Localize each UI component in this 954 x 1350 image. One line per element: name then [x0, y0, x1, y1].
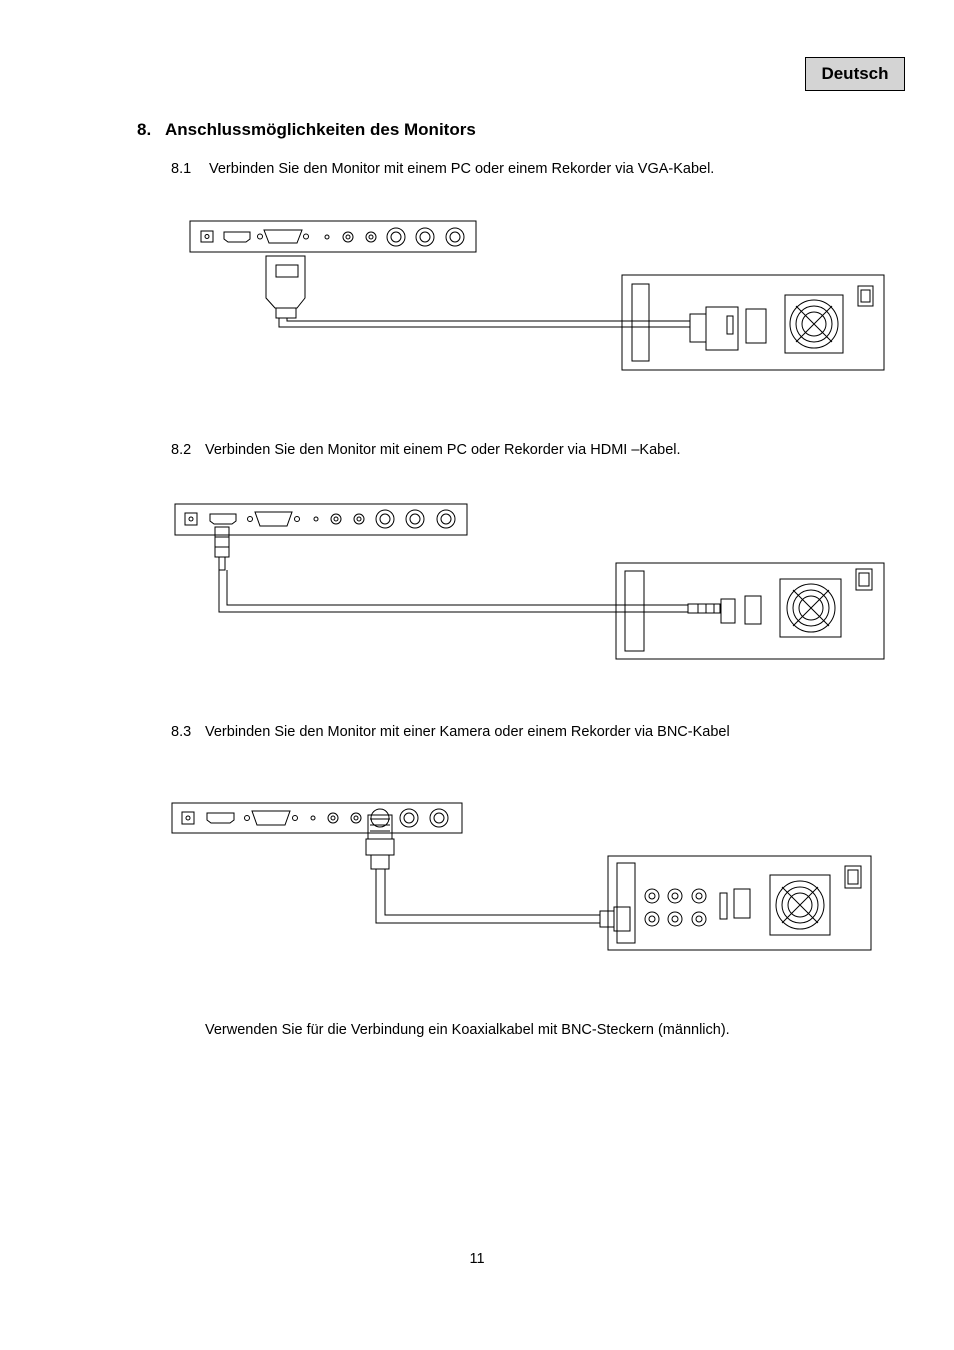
hdmi-port [210, 514, 236, 524]
vga-plug [266, 256, 305, 308]
dc-power-port [185, 513, 197, 525]
step-number: 8.3 [171, 724, 192, 740]
step-number: 8.1 [171, 161, 192, 177]
bnc-port [446, 228, 464, 246]
step-text: Verbinden Sie den Monitor mit einem PC o… [205, 442, 681, 458]
power-inlet [845, 866, 861, 888]
monitor-connector-panel [172, 803, 462, 833]
vga-connection-diagram [0, 210, 954, 385]
bnc-port [371, 809, 389, 827]
section-heading: 8. Anschlussmöglichkeiten des Monitors [137, 120, 476, 140]
bnc-connection-diagram [0, 795, 954, 960]
step-8-1: 8.1 Verbinden Sie den Monitor mit einem P… [171, 161, 714, 177]
monitor-connector-panel [190, 221, 476, 252]
step-8-3: 8.3 Verbinden Sie den Monitor mit einer K… [171, 724, 730, 740]
power-inlet [858, 286, 873, 306]
vga-port [264, 230, 302, 243]
pc-recorder [622, 275, 884, 370]
hdmi-port [207, 813, 234, 823]
monitor-connector-panel [175, 504, 467, 535]
hdmi-port [224, 232, 250, 242]
recorder [608, 856, 871, 950]
bnc-plug-recorder [600, 907, 630, 931]
fan [785, 295, 843, 353]
cable-note: Verwenden Sie für die Verbindung ein Koa… [205, 1022, 730, 1038]
section-title: Anschlussmöglichkeiten des Monitors [165, 120, 476, 139]
fan [770, 875, 830, 935]
bnc-port [376, 510, 394, 528]
hdmi-plug [215, 527, 229, 557]
bnc-port [406, 510, 424, 528]
step-text: Verbinden Sie den Monitor mit einer Kame… [205, 724, 730, 740]
step-number: 8.2 [171, 442, 192, 458]
language-badge: Deutsch [805, 57, 905, 91]
bnc-port [416, 228, 434, 246]
bnc-port [400, 809, 418, 827]
vga-plug-pc [690, 307, 738, 350]
power-inlet [856, 569, 872, 590]
page-number: 11 [469, 1251, 485, 1267]
hdmi-connection-diagram [0, 495, 954, 670]
hdmi-plug-pc [688, 604, 720, 613]
pc-recorder [616, 563, 884, 659]
hdmi-cable [219, 570, 688, 612]
vga-cable [279, 318, 690, 327]
dc-power-port [182, 812, 194, 824]
bnc-plug [366, 815, 394, 855]
fan [780, 579, 841, 637]
vga-port [252, 811, 290, 825]
bnc-port [437, 510, 455, 528]
bnc-cable [376, 869, 600, 923]
dc-power-port [201, 231, 213, 242]
bnc-port [387, 228, 405, 246]
section-number: 8. [137, 120, 152, 139]
bnc-port [430, 809, 448, 827]
step-text: Verbinden Sie den Monitor mit einem PC o… [209, 161, 715, 177]
step-8-2: 8.2 Verbinden Sie den Monitor mit einem P… [171, 442, 681, 458]
vga-port [255, 512, 292, 526]
